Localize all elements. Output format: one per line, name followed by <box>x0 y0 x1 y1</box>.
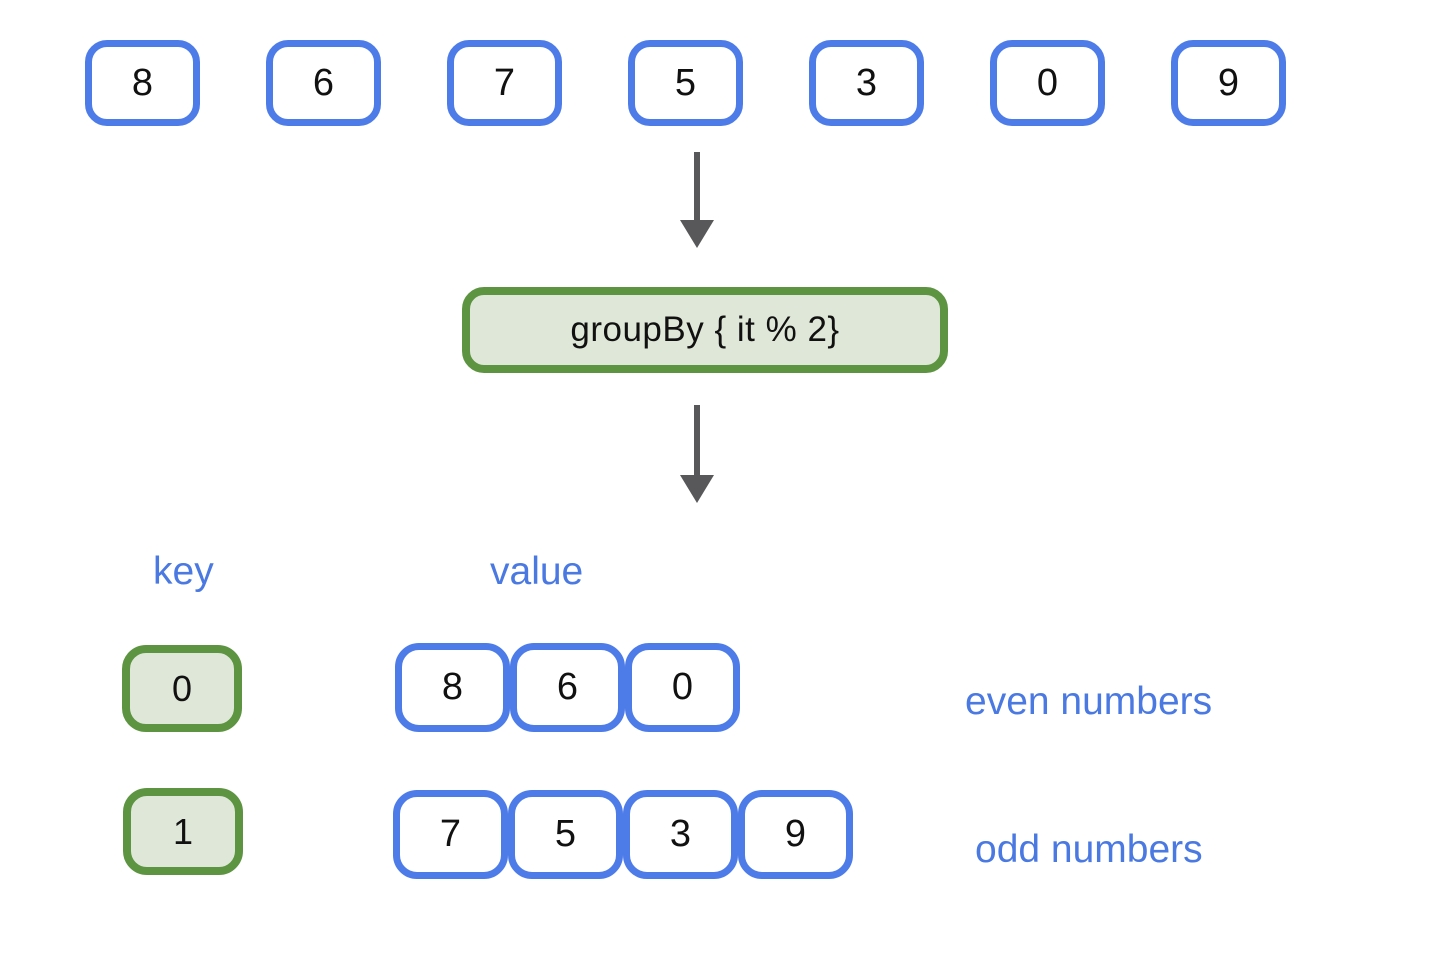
arrow-shaft <box>694 405 700 475</box>
input-number-box: 7 <box>447 40 562 126</box>
group-value-box: 8 <box>395 643 510 732</box>
input-number-box: 6 <box>266 40 381 126</box>
arrow-head <box>680 220 714 248</box>
input-number-box: 8 <box>85 40 200 126</box>
group-values-list: 7 5 3 9 <box>393 790 853 879</box>
group-values-list: 8 6 0 <box>395 643 740 732</box>
input-number-box: 5 <box>628 40 743 126</box>
group-key-box: 0 <box>122 645 242 732</box>
group-value-box: 7 <box>393 790 508 879</box>
input-number-box: 0 <box>990 40 1105 126</box>
arrow-head <box>680 475 714 503</box>
group-value-box: 0 <box>625 643 740 732</box>
group-value-box: 9 <box>738 790 853 879</box>
down-arrow-icon <box>680 405 714 503</box>
group-value-box: 3 <box>623 790 738 879</box>
down-arrow-icon <box>680 152 714 248</box>
group-value-box: 6 <box>510 643 625 732</box>
group-value-box: 5 <box>508 790 623 879</box>
key-column-header: key <box>153 550 214 593</box>
groupby-operation-box: groupBy { it % 2} <box>462 287 948 373</box>
group-label: odd numbers <box>975 828 1203 871</box>
arrow-shaft <box>694 152 700 220</box>
group-key-box: 1 <box>123 788 243 875</box>
input-number-box: 9 <box>1171 40 1286 126</box>
input-list: 8 6 7 5 3 0 9 <box>85 40 1286 126</box>
group-label: even numbers <box>965 680 1213 723</box>
value-column-header: value <box>490 550 584 593</box>
input-number-box: 3 <box>809 40 924 126</box>
